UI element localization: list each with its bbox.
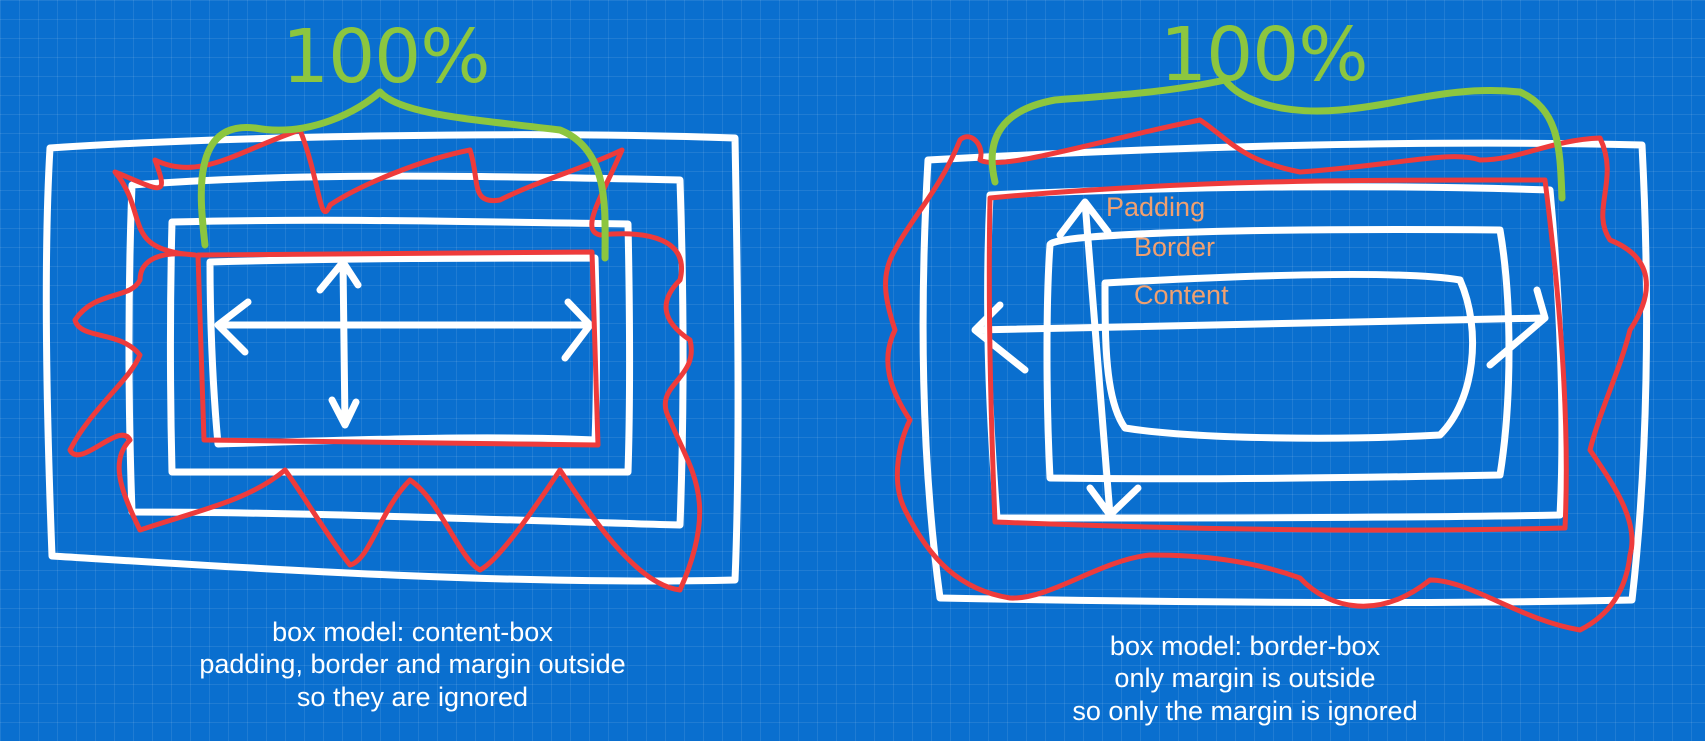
content-outline-highlight [195,249,601,448]
ignored-area-zigzag [67,127,703,593]
right-percent-label: 100% [1160,12,1369,98]
width-arrow [214,298,594,362]
margin-box-outline [919,139,1651,607]
width-brace [197,88,609,262]
border-box-highlight [986,177,1569,533]
content-box-diagram [42,88,742,593]
width-arrow [971,286,1549,374]
caption-line: so only the margin is ignored [1072,695,1418,726]
height-arrow [1056,198,1142,519]
caption-line: box model: content-box [272,617,553,647]
content-area-outline [1101,270,1477,442]
border-box-diagram [883,76,1651,633]
margin-box-outline [42,131,742,585]
caption-line: padding, border and margin outside [199,649,626,680]
content-label: Content [1134,280,1229,310]
content-box-caption: box model: content-box padding, border a… [140,616,685,713]
padding-box-outline [167,216,633,476]
padding-label: Padding [1106,192,1206,222]
height-arrow [316,258,362,429]
padding-box-outline [1043,226,1513,483]
border-box-caption: box model: border-box only margin is out… [1000,630,1490,727]
left-percent-label: 100% [282,14,491,100]
content-area-outline [206,254,600,448]
caption-line: only margin is outside [1114,663,1376,694]
caption-line: box model: border-box [1109,631,1381,661]
width-brace [988,76,1566,202]
caption-line: so they are ignored [296,681,529,712]
border-label: Border [1134,232,1216,262]
margin-area-outline [883,117,1649,633]
